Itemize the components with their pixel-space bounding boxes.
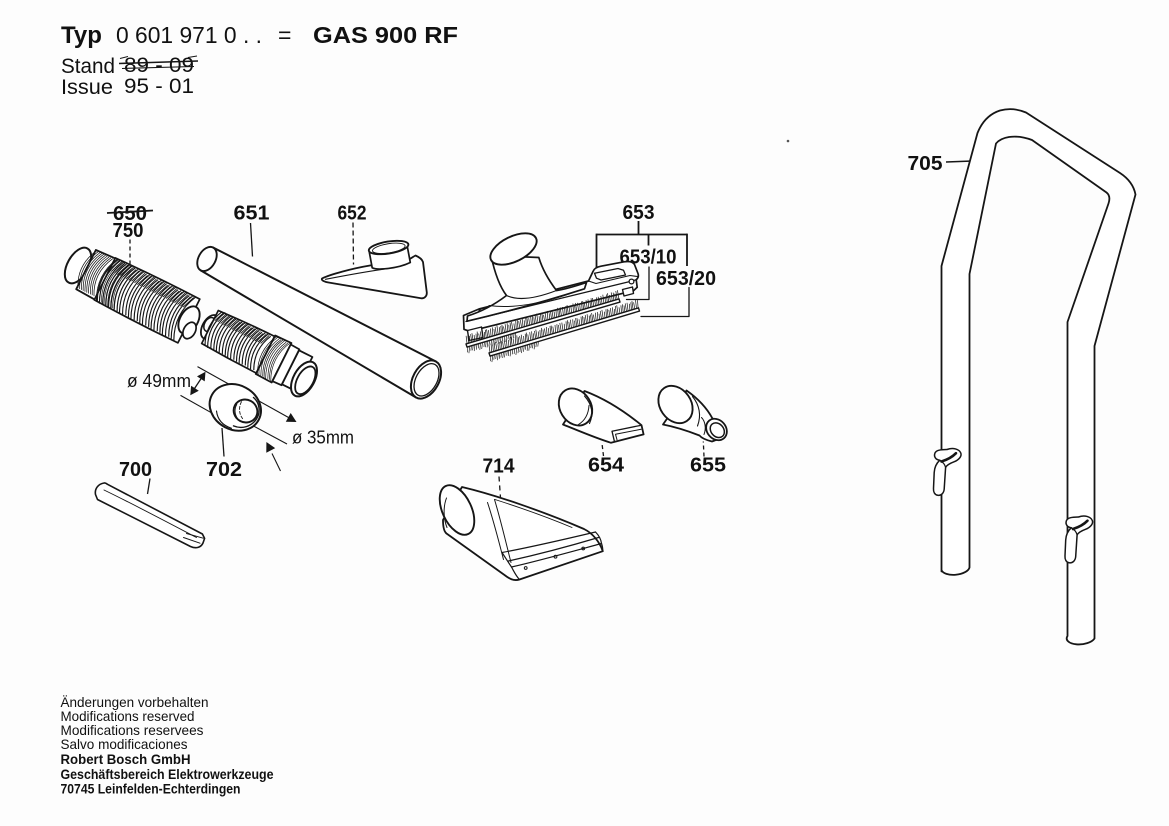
svg-text:Salvo modificaciones: Salvo modificaciones	[61, 737, 188, 752]
svg-text:Modifications reservees: Modifications reservees	[61, 723, 204, 738]
svg-text:GAS 900 RF: GAS 900 RF	[313, 22, 458, 48]
svg-text:654: 654	[588, 454, 625, 477]
svg-text:ø 49mm: ø 49mm	[127, 370, 191, 391]
svg-text:750: 750	[113, 219, 144, 242]
svg-text:Robert Bosch GmbH: Robert Bosch GmbH	[61, 752, 191, 768]
svg-text:651: 651	[234, 202, 270, 225]
svg-text:Typ: Typ	[61, 22, 102, 49]
svg-text:652: 652	[338, 202, 367, 225]
svg-text:705: 705	[908, 152, 943, 175]
svg-text:702: 702	[206, 458, 242, 481]
svg-text:=: =	[278, 22, 291, 48]
svg-text:Issue: Issue	[61, 76, 113, 99]
svg-text:653/20: 653/20	[656, 268, 716, 290]
svg-text:ø 35mm: ø 35mm	[292, 427, 354, 448]
svg-text:Änderungen vorbehalten: Änderungen vorbehalten	[61, 694, 209, 710]
svg-text:89 - 09: 89 - 09	[124, 54, 194, 77]
svg-text:70745 Leinfelden-Echterdingen: 70745 Leinfelden-Echterdingen	[61, 782, 241, 798]
svg-text:650: 650	[113, 202, 147, 225]
svg-text:655: 655	[690, 454, 726, 477]
svg-text:95 - 01: 95 - 01	[124, 75, 194, 98]
svg-text:700: 700	[119, 458, 152, 481]
svg-text:653: 653	[623, 201, 655, 224]
svg-text:0 601 971 0 . .: 0 601 971 0 . .	[116, 22, 262, 48]
svg-text:Stand: Stand	[61, 55, 115, 78]
svg-text:714: 714	[483, 455, 516, 478]
svg-text:Geschäftsbereich Elektrowerkze: Geschäftsbereich Elektrowerkzeuge	[61, 767, 274, 783]
svg-text:Modifications reserved: Modifications reserved	[61, 709, 195, 724]
